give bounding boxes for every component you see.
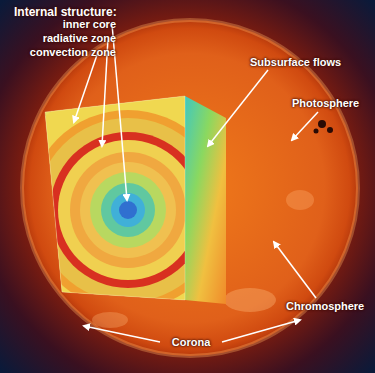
region-label: Chromosphere — [286, 300, 364, 313]
layer-label: inner core — [63, 18, 116, 31]
layer-label: convection zone — [30, 46, 116, 59]
layer-label: radiative zone — [43, 32, 116, 45]
section-heading: Internal structure: — [14, 6, 117, 19]
region-label: Photosphere — [292, 97, 359, 110]
leader-lines — [74, 24, 318, 342]
region-label: Subsurface flows — [250, 56, 341, 69]
region-label: Corona — [172, 336, 211, 349]
